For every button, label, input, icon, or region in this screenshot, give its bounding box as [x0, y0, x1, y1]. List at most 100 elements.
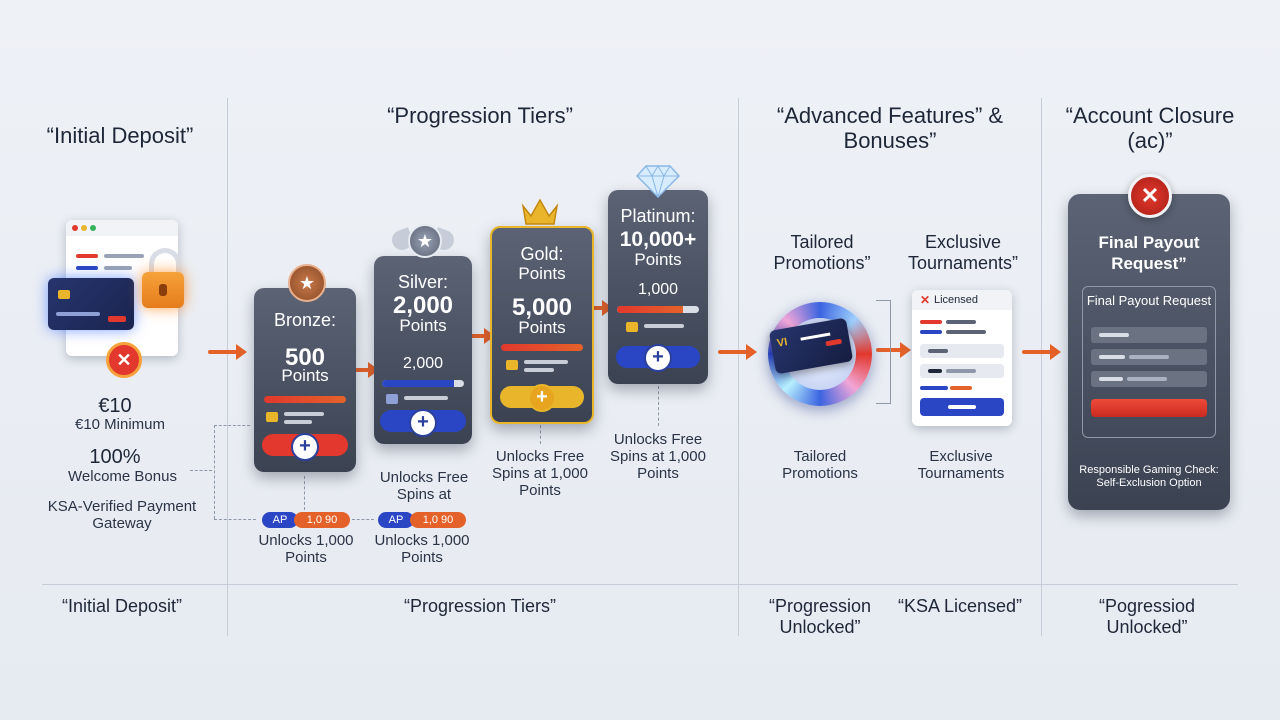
bronze-plus-button[interactable]: +: [291, 433, 319, 461]
window-dots: [66, 220, 178, 236]
deposit-amount: €10: [98, 395, 132, 417]
arrow-tiers-to-features: [718, 344, 757, 360]
coin-mini-icon: [386, 394, 398, 404]
gold-unlock-note: Unlocks Free Spins at 1,000 Points: [492, 448, 588, 499]
points-pill-silver: AP 1,0 90: [378, 512, 466, 528]
bonus-percent: 100%: [89, 446, 141, 468]
connector-dashed-2: [214, 425, 215, 519]
gold-plus-button[interactable]: +: [528, 384, 556, 412]
connector-dashed-6: [304, 476, 305, 510]
section-title-progression: “Progression Tiers”: [387, 103, 573, 128]
divider-2: [738, 98, 739, 636]
tier-unit-bronze: Points: [281, 366, 329, 385]
licensed-header: ✕ Licensed: [912, 290, 1012, 310]
bronze-medal-icon: ★: [288, 264, 326, 302]
licensed-panel-button[interactable]: [920, 398, 1004, 416]
bracket-connector: [876, 300, 891, 404]
tier-card-silver[interactable]: Silver: 2,000 Points 2,000 +: [374, 256, 472, 444]
arrow-chip-to-panel: [876, 342, 911, 358]
licensed-panel: ✕ Licensed: [912, 290, 1012, 426]
section-title-initial: “Initial Deposit”: [46, 123, 194, 148]
licensed-label: Licensed: [934, 294, 979, 306]
payout-field-1[interactable]: [1091, 327, 1207, 343]
tier-unit-gold: Points: [518, 318, 566, 337]
tier-card-gold[interactable]: Gold: Points 5,000 Points +: [490, 226, 594, 424]
crown-mini-icon: [266, 412, 278, 422]
close-icon: ✕: [920, 293, 931, 307]
footer-licensed: “KSA Licensed”: [897, 596, 1023, 616]
payout-field-2[interactable]: [1091, 349, 1207, 365]
silver-unlock-note: Unlocks Free Spins at: [379, 469, 469, 503]
tier-name-gold: Gold:: [520, 244, 564, 264]
tier-card-platinum[interactable]: Platinum: 10,000+ Points 1,000 +: [608, 190, 708, 384]
payout-form-title: Final Payout Request: [1086, 293, 1212, 308]
platinum-plus-button[interactable]: +: [644, 344, 672, 372]
connector-dashed-3: [214, 425, 250, 426]
connector-dashed-7: [540, 420, 541, 444]
tier-unit-platinum: Points: [634, 250, 682, 269]
tier-mid-platinum: 1,000: [637, 281, 679, 298]
tier-points-silver: 2,000: [392, 292, 454, 319]
tier-points-bronze: 500: [284, 344, 326, 371]
silver-winged-star-icon: ★: [389, 224, 457, 264]
section-title-closure: “Account Closure (ac)”: [1065, 103, 1235, 153]
tier-points-platinum: 10,000+: [619, 228, 697, 251]
connector-dashed-1: [190, 470, 212, 471]
exclusive-title: Exclusive Tournaments”: [907, 232, 1019, 273]
connector-dashed-8: [658, 386, 659, 426]
responsible-gaming-line1: Responsible Gaming Check:: [1079, 464, 1219, 476]
connector-dashed-4: [214, 519, 256, 520]
silver-bottom-note: Unlocks 1,000 Points: [374, 532, 470, 566]
progress-bar-platinum: [617, 306, 699, 313]
closure-close-icon: ✕: [1128, 174, 1172, 218]
closure-card-title: Final Payout Request”: [1098, 233, 1200, 273]
tailored-title: Tailored Promotions”: [773, 232, 871, 273]
vip-card-label: VI: [776, 336, 789, 350]
divider-3: [1041, 98, 1042, 636]
tier-card-bronze[interactable]: Bronze: 500 Points +: [254, 288, 356, 472]
footer-pogressiod: “Pogressiod Unlocked”: [1098, 596, 1196, 637]
tier-name-silver: Silver:: [397, 272, 448, 292]
tier-name-platinum: Platinum:: [620, 206, 696, 226]
tier-mid-silver: 2,000: [402, 355, 444, 372]
footer-divider: [42, 584, 1238, 585]
silver-plus-button[interactable]: +: [409, 409, 437, 437]
payout-form: Final Payout Request: [1082, 286, 1216, 438]
footer-unlocked: “Progression Unlocked”: [768, 596, 872, 637]
pill-left-label: AP: [262, 512, 298, 528]
responsible-gaming-line2: Self-Exclusion Option: [1096, 477, 1202, 489]
payout-submit-button[interactable]: [1091, 399, 1207, 417]
pill-right-label: 1,0 90: [410, 512, 466, 528]
closure-card: Final Payout Request” Final Payout Reque…: [1068, 194, 1230, 510]
platinum-unlock-note: Unlocks Free Spins at 1,000 Points: [610, 431, 706, 482]
arrow-silver-to-gold: [460, 328, 495, 344]
gold-crown-icon: [520, 196, 560, 228]
points-pill-bronze: AP 1,0 90: [262, 512, 350, 528]
footer-progression: “Progression Tiers”: [403, 596, 557, 616]
payment-gateway: KSA-Verified Payment Gateway: [47, 498, 197, 532]
deposit-illustration: ✕: [44, 218, 194, 378]
section-title-advanced: “Advanced Features” & Bonuses”: [776, 103, 1004, 153]
exclusive-caption: Exclusive Tournaments: [917, 448, 1005, 482]
bonus-label: Welcome Bonus: [68, 468, 177, 485]
divider-1: [227, 98, 228, 636]
pill-right-label: 1,0 90: [294, 512, 350, 528]
crown-mini-icon: [626, 322, 638, 332]
padlock-icon: [140, 248, 186, 310]
arrow-features-to-closure: [1022, 344, 1061, 360]
tier-unitline-gold: Points: [518, 264, 566, 283]
crown-mini-icon: [506, 360, 518, 370]
deposit-minimum: €10 Minimum: [74, 416, 166, 433]
bronze-bottom-note: Unlocks 1,000 Points: [258, 532, 354, 566]
error-badge-icon: ✕: [106, 342, 142, 378]
progress-bar-silver: [382, 380, 464, 387]
tier-name-bronze: Bronze:: [273, 310, 337, 330]
tier-points-gold: 5,000: [511, 294, 573, 321]
payout-field-3[interactable]: [1091, 371, 1207, 387]
vip-chip-icon: VI: [768, 302, 872, 406]
footer-initial: “Initial Deposit”: [61, 596, 183, 616]
tier-unit-silver: Points: [399, 316, 447, 335]
progress-bar-bronze: [264, 396, 346, 403]
diamond-icon: [635, 164, 681, 199]
connector-dashed-5: [352, 519, 374, 520]
